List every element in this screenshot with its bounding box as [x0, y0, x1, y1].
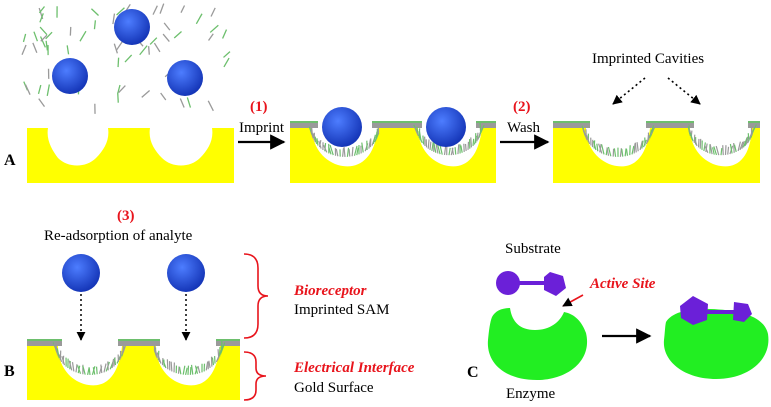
enzyme-label: Enzyme [506, 386, 556, 402]
substrate-molecule [496, 271, 566, 296]
analyte-sphere [167, 254, 205, 292]
step-number-readsorb: (3) [117, 208, 135, 224]
analyte-sphere [167, 60, 203, 96]
enzyme-body [487, 308, 588, 381]
gold-substrate-a3 [553, 128, 760, 183]
electrical-interface-label: Electrical Interface [294, 360, 415, 376]
step-number-wash: (2) [513, 99, 531, 115]
self-assembled-monolayer [27, 339, 240, 375]
cavity-pointer-arrow [612, 77, 646, 105]
enzyme-substrate-complex [663, 308, 769, 379]
gold-substrate-a1 [27, 128, 234, 183]
analyte-sphere [426, 107, 466, 147]
step-label-wash: Wash [507, 120, 540, 136]
imprinted-cavities-label: Imprinted Cavities [592, 51, 705, 67]
panel-label-a: A [4, 152, 16, 169]
step-number-imprint: (1) [250, 99, 268, 115]
bioreceptor-brace [243, 253, 269, 339]
gold-substrate-b [27, 346, 240, 400]
analyte-sphere [52, 58, 88, 94]
self-assembled-monolayer [290, 121, 496, 157]
active-site-arrow [562, 294, 584, 307]
gold-substrate-a2 [290, 128, 496, 183]
analyte-sphere [62, 254, 100, 292]
analyte-sphere [114, 9, 150, 45]
cavity-pointer-arrow [667, 77, 701, 105]
bound-substrate-molecule [680, 296, 752, 325]
step-label-imprint: Imprint [239, 120, 284, 136]
substrate-label: Substrate [505, 241, 561, 257]
panel-label-b: B [4, 363, 15, 380]
bioreceptor-label: Bioreceptor [294, 283, 367, 299]
active-site-label: Active Site [590, 276, 656, 292]
imprinted-sam-label: Imprinted SAM [294, 302, 390, 318]
step-label-readsorb: Re-adsorption of analyte [44, 228, 193, 244]
gold-surface-label: Gold Surface [294, 380, 374, 396]
analyte-sphere [322, 107, 362, 147]
self-assembled-monolayer [553, 121, 760, 157]
panel-label-c: C [467, 364, 479, 381]
interface-brace [243, 351, 267, 401]
